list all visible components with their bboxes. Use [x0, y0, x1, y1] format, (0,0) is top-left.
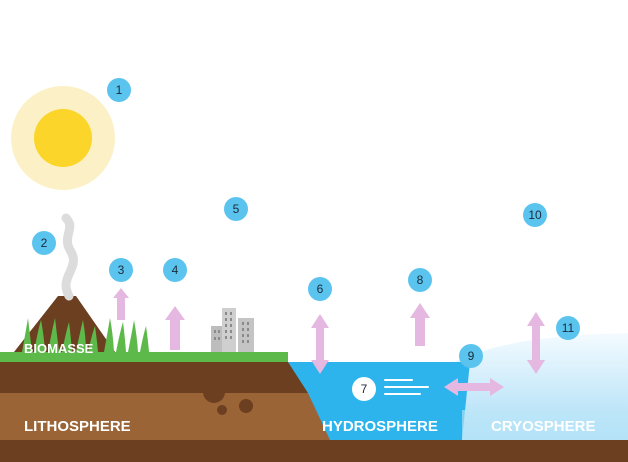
marker-10-label: 10	[528, 208, 542, 222]
marker-6-label: 6	[317, 282, 324, 296]
marker-6[interactable]: 6	[308, 277, 332, 301]
city-buildings	[211, 308, 254, 352]
marker-3[interactable]: 3	[109, 258, 133, 282]
marker-4[interactable]: 4	[163, 258, 187, 282]
sun	[11, 86, 115, 190]
marker-11-label: 11	[562, 321, 575, 335]
ocean	[288, 362, 470, 440]
marker-7[interactable]: 7	[352, 377, 376, 401]
soil-pebbles	[183, 375, 261, 415]
arrow-double-9	[444, 378, 504, 396]
marker-8-label: 8	[417, 273, 424, 287]
label-hydrosphere: HYDROSPHERE	[322, 418, 438, 435]
label-cryosphere: CRYOSPHERE	[491, 418, 595, 435]
arrow-double-11	[527, 312, 545, 374]
label-lithosphere: LITHOSPHERE	[24, 418, 131, 435]
marker-2-label: 2	[41, 236, 48, 250]
marker-1-label: 1	[116, 83, 123, 97]
marker-9-label: 9	[468, 349, 475, 363]
marker-7-label: 7	[361, 382, 368, 396]
grass-blades	[22, 318, 149, 352]
flux-arrows	[113, 288, 545, 396]
water-current-lines	[384, 379, 429, 395]
sun-core	[34, 109, 92, 167]
topsoil-layer	[0, 362, 308, 393]
grass-strip	[0, 352, 288, 362]
marker-9[interactable]: 9	[459, 344, 483, 368]
marker-1[interactable]: 1	[107, 78, 131, 102]
marker-5[interactable]: 5	[224, 197, 248, 221]
marker-2[interactable]: 2	[32, 231, 56, 255]
marker-4-label: 4	[172, 263, 179, 277]
arrow-double-6	[311, 314, 329, 374]
marker-5-label: 5	[233, 202, 240, 216]
marker-10[interactable]: 10	[523, 203, 547, 227]
volcano-smoke	[61, 213, 78, 301]
bedrock-layer	[0, 440, 628, 462]
arrow-up-4	[165, 306, 185, 350]
marker-3-label: 3	[118, 263, 125, 277]
marker-8[interactable]: 8	[408, 268, 432, 292]
label-biomass: BIOMASSE	[24, 341, 94, 356]
marker-11[interactable]: 11	[556, 316, 580, 340]
arrow-up-3	[113, 288, 129, 320]
arrow-up-8	[410, 303, 430, 346]
cryosphere-block	[462, 410, 628, 440]
